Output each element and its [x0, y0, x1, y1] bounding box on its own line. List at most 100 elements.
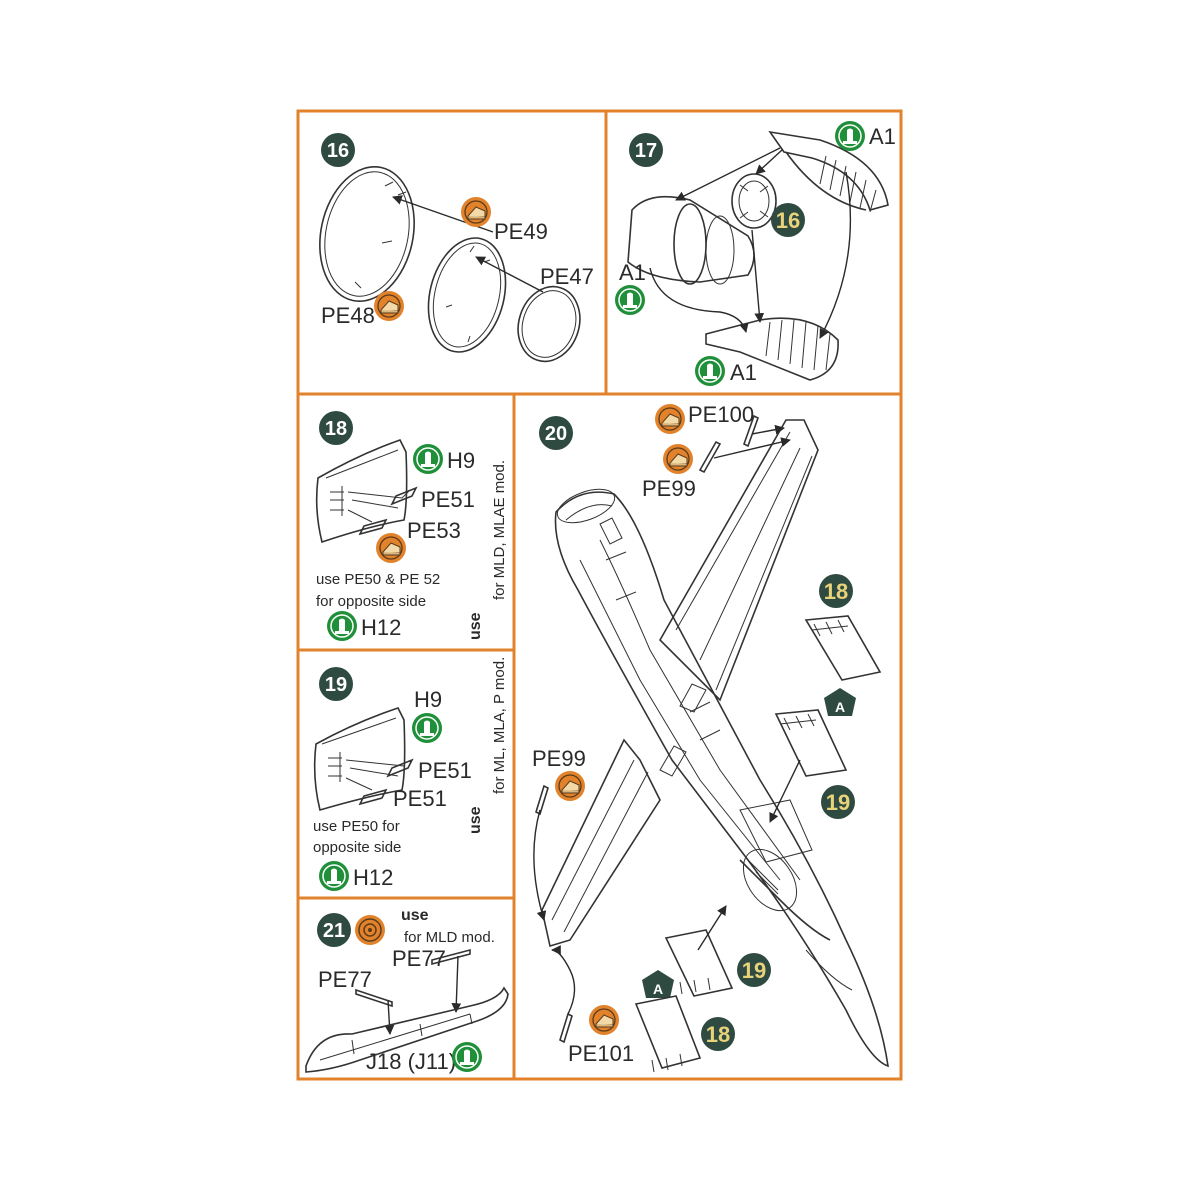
nozzle-upper-half-drawing	[768, 130, 889, 213]
step-17-badge: 17	[629, 133, 663, 167]
label-pe99-left: PE99	[532, 746, 586, 771]
step-19-badge: 19	[319, 667, 353, 701]
label-a1-bottom: A1	[730, 360, 757, 385]
label-pe77-left: PE77	[318, 967, 372, 992]
variant-a-low-icon: A	[642, 970, 674, 998]
arrow-upper-to-lower	[819, 171, 852, 339]
arrow-a1-to-engine	[675, 147, 781, 201]
pe-strip-parts-drawing	[358, 486, 418, 536]
label-pe100: PE100	[688, 402, 754, 427]
panel-18-top-drawing	[804, 615, 882, 681]
step-19-usage-note: use for ML, MLA, P mod.	[467, 657, 508, 834]
label-pe51-a: PE51	[418, 758, 472, 783]
pe100-badge	[654, 403, 686, 435]
pe101-badge	[588, 1004, 620, 1036]
step-16-number: 16	[327, 140, 349, 162]
ring-pe49-drawing	[427, 237, 507, 353]
panel-19-drawing	[313, 707, 406, 812]
step-17-panel: 17 16	[614, 120, 896, 387]
variant-a-top-icon: A	[824, 688, 856, 716]
label-pe48: PE48	[321, 303, 375, 328]
step-18-badge: 18	[319, 411, 353, 445]
svg-text:18: 18	[824, 579, 848, 604]
note-18-line1: use PE50 & PE 52	[316, 571, 440, 588]
step-20-number: 20	[545, 423, 567, 445]
panel-18-drawing	[315, 439, 408, 544]
engine-section-drawing	[627, 195, 755, 285]
label-h9: H9	[447, 448, 475, 473]
svg-text:19: 19	[826, 790, 850, 815]
pe99-top-badge	[662, 443, 694, 475]
arrow-panel-19-low	[697, 905, 727, 951]
use-word-21: use	[401, 907, 429, 924]
arrow-pe47-to-ring	[475, 256, 544, 293]
step-21-panel: 21 use for MLD mod. PE77 PE77 J18 (J11)	[305, 907, 509, 1074]
label-h12-19: H12	[353, 865, 393, 890]
svg-text:18: 18	[706, 1022, 730, 1047]
canopy-rail-drawing	[305, 986, 509, 1073]
callout-19-mid: 19	[821, 785, 855, 819]
arrow-panel-19-mid	[769, 759, 801, 823]
pe99-left-badge	[554, 770, 586, 802]
step-16-badge: 16	[321, 133, 355, 167]
label-a1-top: A1	[869, 124, 896, 149]
svg-text:A: A	[835, 699, 845, 715]
pe48-badge	[373, 290, 405, 322]
step-19-number: 19	[325, 674, 347, 696]
ring-pe48-drawing	[319, 166, 415, 302]
h9-badge	[412, 443, 444, 475]
label-pe101: PE101	[568, 1041, 634, 1066]
h12-19-badge	[318, 860, 350, 892]
arrow-pe100	[751, 424, 785, 435]
step-20-panel: 20 PE100 PE99	[532, 402, 889, 1073]
step-18-usage-note: use for MLD, MLAE mod.	[467, 460, 508, 640]
h9-19-badge	[411, 712, 443, 744]
pe53-badge	[375, 532, 407, 564]
arrow-ring-to-lower	[751, 229, 765, 323]
use-text-21: for MLD mod.	[404, 929, 495, 946]
label-pe99-top: PE99	[642, 476, 696, 501]
arrow-pe77-left	[384, 999, 395, 1035]
callout-19-low: 19	[737, 953, 771, 987]
panel-18-low-drawing	[634, 995, 702, 1073]
step-19-panel: 19 H9 PE51 PE51 use PE50 for opposite si…	[313, 657, 508, 892]
note-18-line2: for opposite side	[316, 593, 426, 610]
pe51-strips-drawing	[347, 489, 411, 523]
use-word-19: use	[467, 806, 484, 834]
j18-badge	[451, 1041, 483, 1073]
pe49-badge	[460, 196, 492, 228]
arrow-pe99-left	[533, 809, 547, 921]
step-21-number: 21	[323, 920, 345, 942]
callout-18-top: 18	[819, 574, 853, 608]
svg-text:A: A	[653, 981, 663, 997]
nozzle-lower-half-drawing	[705, 317, 839, 381]
step-21-badge: 21	[317, 913, 351, 947]
sub-step-16-badge: 16	[771, 203, 805, 237]
a1-left-badge	[614, 284, 646, 316]
pe-antenna-part-bottom	[559, 1012, 573, 1044]
use-word-18: use	[467, 612, 484, 640]
use-text-18: for MLD, MLAE mod.	[491, 460, 508, 600]
label-pe53: PE53	[407, 518, 461, 543]
pe77-strips-drawing	[355, 948, 471, 1008]
label-pe51-b: PE51	[393, 786, 447, 811]
a1-bottom-badge	[694, 355, 726, 387]
label-pe49: PE49	[494, 219, 548, 244]
h12-badge	[326, 610, 358, 642]
panel-19-mid-drawing	[774, 709, 848, 777]
label-a1-left: A1	[619, 260, 646, 285]
step-18-panel: 18 H9 PE51 PE53 use PE50 & PE 52 for opp…	[315, 411, 508, 642]
svg-text:19: 19	[742, 958, 766, 983]
arrow-pe77-right	[451, 955, 462, 1013]
frame	[296, 109, 903, 1081]
panel-19-low-drawing	[664, 929, 734, 997]
optional-cut-icon	[355, 915, 385, 945]
pe-strip-parts-19-drawing	[358, 758, 414, 806]
a1-top-badge	[834, 120, 866, 152]
pe-antenna-parts-top	[698, 414, 759, 474]
ring-assembly-drawing	[731, 173, 777, 229]
arrow-pe101	[551, 945, 576, 1015]
callout-18-low: 18	[701, 1017, 735, 1051]
aircraft-drawing	[541, 419, 889, 1068]
